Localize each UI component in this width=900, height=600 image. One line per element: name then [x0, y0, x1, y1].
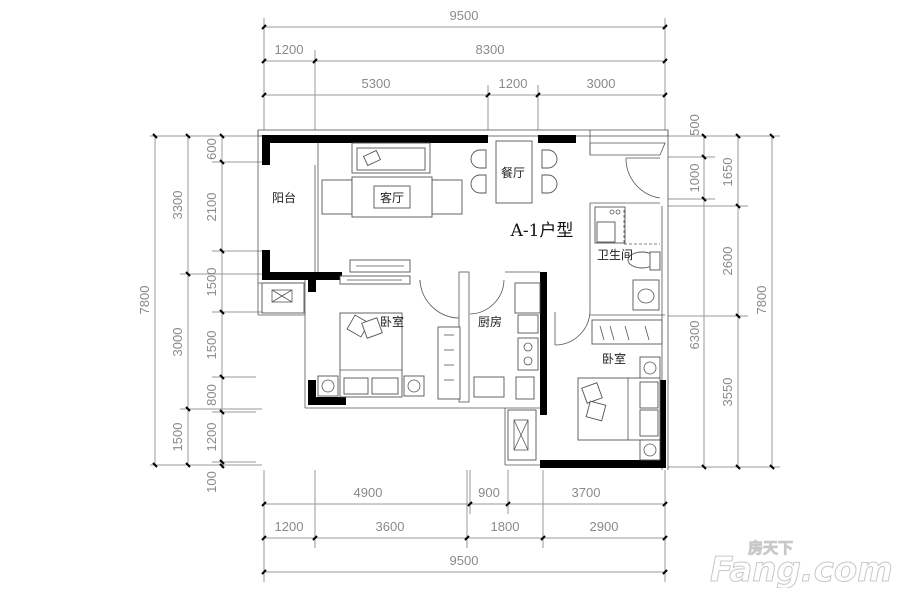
dim-right-inner-b: 1000: [687, 164, 702, 193]
dim-left-inner-c: 1500: [204, 268, 219, 297]
watermark-brand-cn: 房天下: [748, 539, 793, 557]
bathroom-fixtures: [594, 206, 661, 311]
dim-left-inner-e: 800: [204, 384, 219, 406]
dim-left-inner-d: 1500: [204, 331, 219, 360]
dim-top-row3-b: 1200: [499, 76, 528, 91]
walls: [262, 135, 666, 468]
bedroom2-furniture: [577, 319, 663, 461]
dim-top-row3-a: 5300: [362, 76, 391, 91]
room-label-balcony: 阳台: [272, 190, 296, 205]
fang-watermark: 房天下 Fang.com: [708, 533, 894, 591]
room-label-bathroom: 卫生间: [597, 248, 633, 262]
bedroom1-furniture: [317, 275, 461, 400]
right-dimensions: 500 1000 6300 1650 2600 3550 7800: [668, 114, 780, 470]
dim-left-mid-b: 3000: [170, 328, 185, 357]
dim-left-mid-c: 1500: [170, 423, 185, 452]
top-dimensions: 9500 1200 8300 5300 1200 3000: [261, 8, 668, 130]
living-room-furniture: [321, 142, 463, 273]
left-dimensions: 7800 3300 3000 1500 600 2100 1500 1500 8…: [137, 133, 262, 493]
dim-bottom-row2-a: 1200: [275, 519, 304, 534]
dim-right-mid-b: 2600: [720, 247, 735, 276]
interior-lines: [314, 142, 666, 403]
room-label-living: 客厅: [380, 190, 404, 205]
dim-right-inner-c: 6300: [687, 321, 702, 350]
dim-bottom-row1-c: 3700: [572, 485, 601, 500]
dim-top-row3-c: 3000: [587, 76, 616, 91]
bottom-dimensions: 4900 900 3700 1200 3600 1800 2900 9500: [261, 470, 668, 582]
watermark-brand-en: Fang.com: [710, 550, 893, 588]
dining-furniture: [470, 140, 558, 204]
dim-right-inner-a: 500: [687, 114, 702, 136]
room-label-bedroom1: 卧室: [380, 314, 404, 329]
dim-right-mid-c: 3550: [720, 378, 735, 407]
dim-top-row2-b: 8300: [476, 42, 505, 57]
dim-left-inner-b: 2100: [204, 193, 219, 222]
dim-bottom-row2-d: 2900: [590, 519, 619, 534]
room-label-bedroom2: 卧室: [602, 351, 626, 366]
dim-top-total: 9500: [450, 8, 479, 23]
balcony-units: [261, 282, 537, 461]
dim-bottom-row1-a: 4900: [354, 485, 383, 500]
dim-left-inner-a: 600: [204, 138, 219, 160]
kitchen-fixtures: [473, 282, 541, 400]
dim-bottom-row2-b: 3600: [376, 519, 405, 534]
dim-bottom-row1-b: 900: [478, 485, 500, 500]
dim-top-row2-a: 1200: [275, 42, 304, 57]
dim-bottom-total: 9500: [450, 553, 479, 568]
dim-left-inner-g: 100: [204, 471, 219, 493]
unit-type-title: A-1户型: [510, 221, 574, 241]
dim-right-total: 7800: [754, 286, 769, 315]
dim-left-mid-a: 3300: [170, 191, 185, 220]
dim-left-inner-f: 1200: [204, 423, 219, 452]
dim-right-mid-a: 1650: [720, 158, 735, 187]
room-labels: 阳台 客厅 餐厅 卫生间 卧室 厨房 卧室 A-1户型: [272, 165, 633, 366]
room-label-dining: 餐厅: [501, 165, 525, 180]
dim-bottom-row2-c: 1800: [491, 519, 520, 534]
dim-left-total: 7800: [137, 286, 152, 315]
room-label-kitchen: 厨房: [478, 314, 502, 329]
